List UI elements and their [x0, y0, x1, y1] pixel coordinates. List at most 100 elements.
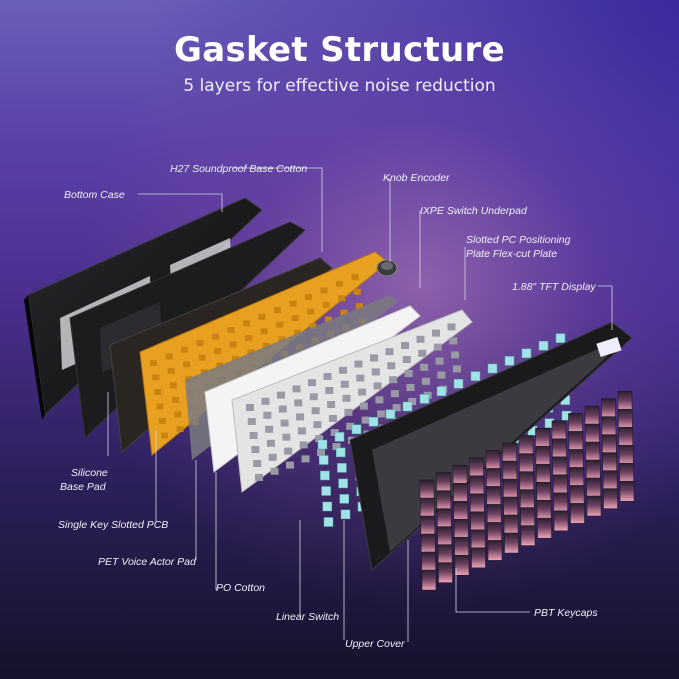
pcb-pad	[307, 308, 315, 315]
plate-cutout	[385, 348, 394, 356]
pcb-pad	[262, 342, 270, 349]
pcb-pad	[291, 315, 299, 322]
plate-cutout	[416, 335, 425, 343]
plate-cutout	[265, 425, 274, 433]
plate-cutout	[263, 411, 272, 419]
pcb-pad	[154, 389, 162, 395]
keycap	[486, 504, 502, 525]
plate-cutout	[344, 408, 353, 416]
pcb-pad	[214, 348, 222, 355]
keycap	[419, 479, 435, 501]
pcb-pad	[293, 329, 301, 336]
plate-cutout	[392, 404, 401, 412]
keycap	[602, 434, 617, 455]
keycap	[553, 492, 568, 514]
plate-cutout	[402, 356, 411, 363]
keycap	[470, 493, 485, 515]
pcb-pad	[198, 354, 206, 361]
label-bottom-case: Bottom Case	[64, 189, 125, 201]
keycap	[619, 462, 634, 484]
plate-cutout	[447, 323, 456, 331]
pcb-pad	[340, 309, 348, 316]
plate-cutout	[371, 368, 380, 376]
keycap	[502, 442, 517, 464]
plate-cutout	[358, 388, 367, 396]
switch	[337, 463, 347, 473]
switch	[453, 378, 464, 389]
keycap	[551, 420, 567, 442]
plate-cutout	[328, 415, 337, 422]
plate-cutout	[435, 357, 444, 365]
keycap	[618, 408, 633, 430]
keycap	[469, 475, 485, 497]
knob-encoder	[376, 259, 398, 277]
keycap	[553, 510, 569, 532]
keycap	[585, 423, 600, 445]
keycap	[437, 544, 453, 565]
pcb-pad	[167, 367, 175, 374]
pcb-pad	[169, 382, 177, 389]
plate-cutout	[340, 380, 349, 388]
plate-cutout	[332, 443, 341, 450]
plate-cutout	[377, 410, 386, 418]
label-tft-display: 1.88" TFT Display	[512, 281, 596, 293]
plate-cutout	[451, 351, 460, 359]
plate-cutout	[375, 396, 384, 404]
switch	[555, 333, 566, 343]
plate-cutout	[247, 418, 256, 425]
pcb-pad	[309, 323, 317, 329]
plate-cutout	[432, 329, 440, 337]
plate-cutout	[323, 373, 332, 380]
plate-cutout	[339, 366, 347, 374]
switch	[334, 432, 345, 442]
keycap	[436, 472, 451, 493]
pcb-pad	[181, 346, 188, 353]
switch	[521, 348, 532, 359]
plate-cutout	[255, 474, 263, 481]
plate-cutout	[249, 432, 258, 439]
pcb-pad	[247, 349, 255, 356]
keycap	[535, 427, 550, 449]
plate-cutout	[253, 460, 262, 467]
plate-cutout	[251, 446, 260, 453]
keycap	[586, 495, 602, 517]
plate-cutout	[266, 439, 275, 447]
pcb-pad	[158, 418, 166, 424]
keycap	[568, 431, 584, 452]
keycap	[502, 460, 518, 482]
plate-cutout	[294, 399, 303, 407]
keycap	[569, 449, 584, 470]
keycap	[453, 500, 469, 522]
plate-cutout	[437, 371, 446, 379]
plate-cutout	[387, 362, 396, 370]
keycap	[618, 444, 634, 466]
plate-cutout	[408, 398, 417, 405]
plate-cutout	[297, 427, 306, 435]
switch	[385, 409, 396, 419]
keycap	[485, 450, 501, 471]
page-title: Gasket Structure	[174, 30, 505, 70]
plate-cutout	[268, 453, 277, 461]
plate-cutout	[299, 441, 308, 449]
keycap	[619, 480, 635, 502]
label-slotted-pc-line2: Plate Flex-cut Plate	[466, 248, 558, 260]
plate-cutout	[390, 390, 399, 398]
keycap	[438, 562, 453, 583]
pcb-pad	[183, 361, 191, 368]
plate-cutout	[404, 370, 413, 377]
keycap	[420, 497, 435, 519]
keycap	[454, 536, 469, 558]
plate-cutout	[418, 349, 427, 357]
plate-cutout	[282, 433, 291, 441]
plate-cutout	[361, 416, 370, 424]
switch	[338, 478, 348, 489]
plate-cutout	[354, 360, 363, 368]
pcb-pad	[324, 316, 332, 323]
leader-lines	[107, 167, 613, 642]
label-knob-encoder: Knob Encoder	[383, 172, 450, 184]
label-ixpe-underpad: IXPE Switch Underpad	[420, 205, 527, 217]
plate-cutout	[370, 354, 378, 362]
plate-cutout	[406, 384, 415, 391]
keycap	[421, 551, 436, 573]
